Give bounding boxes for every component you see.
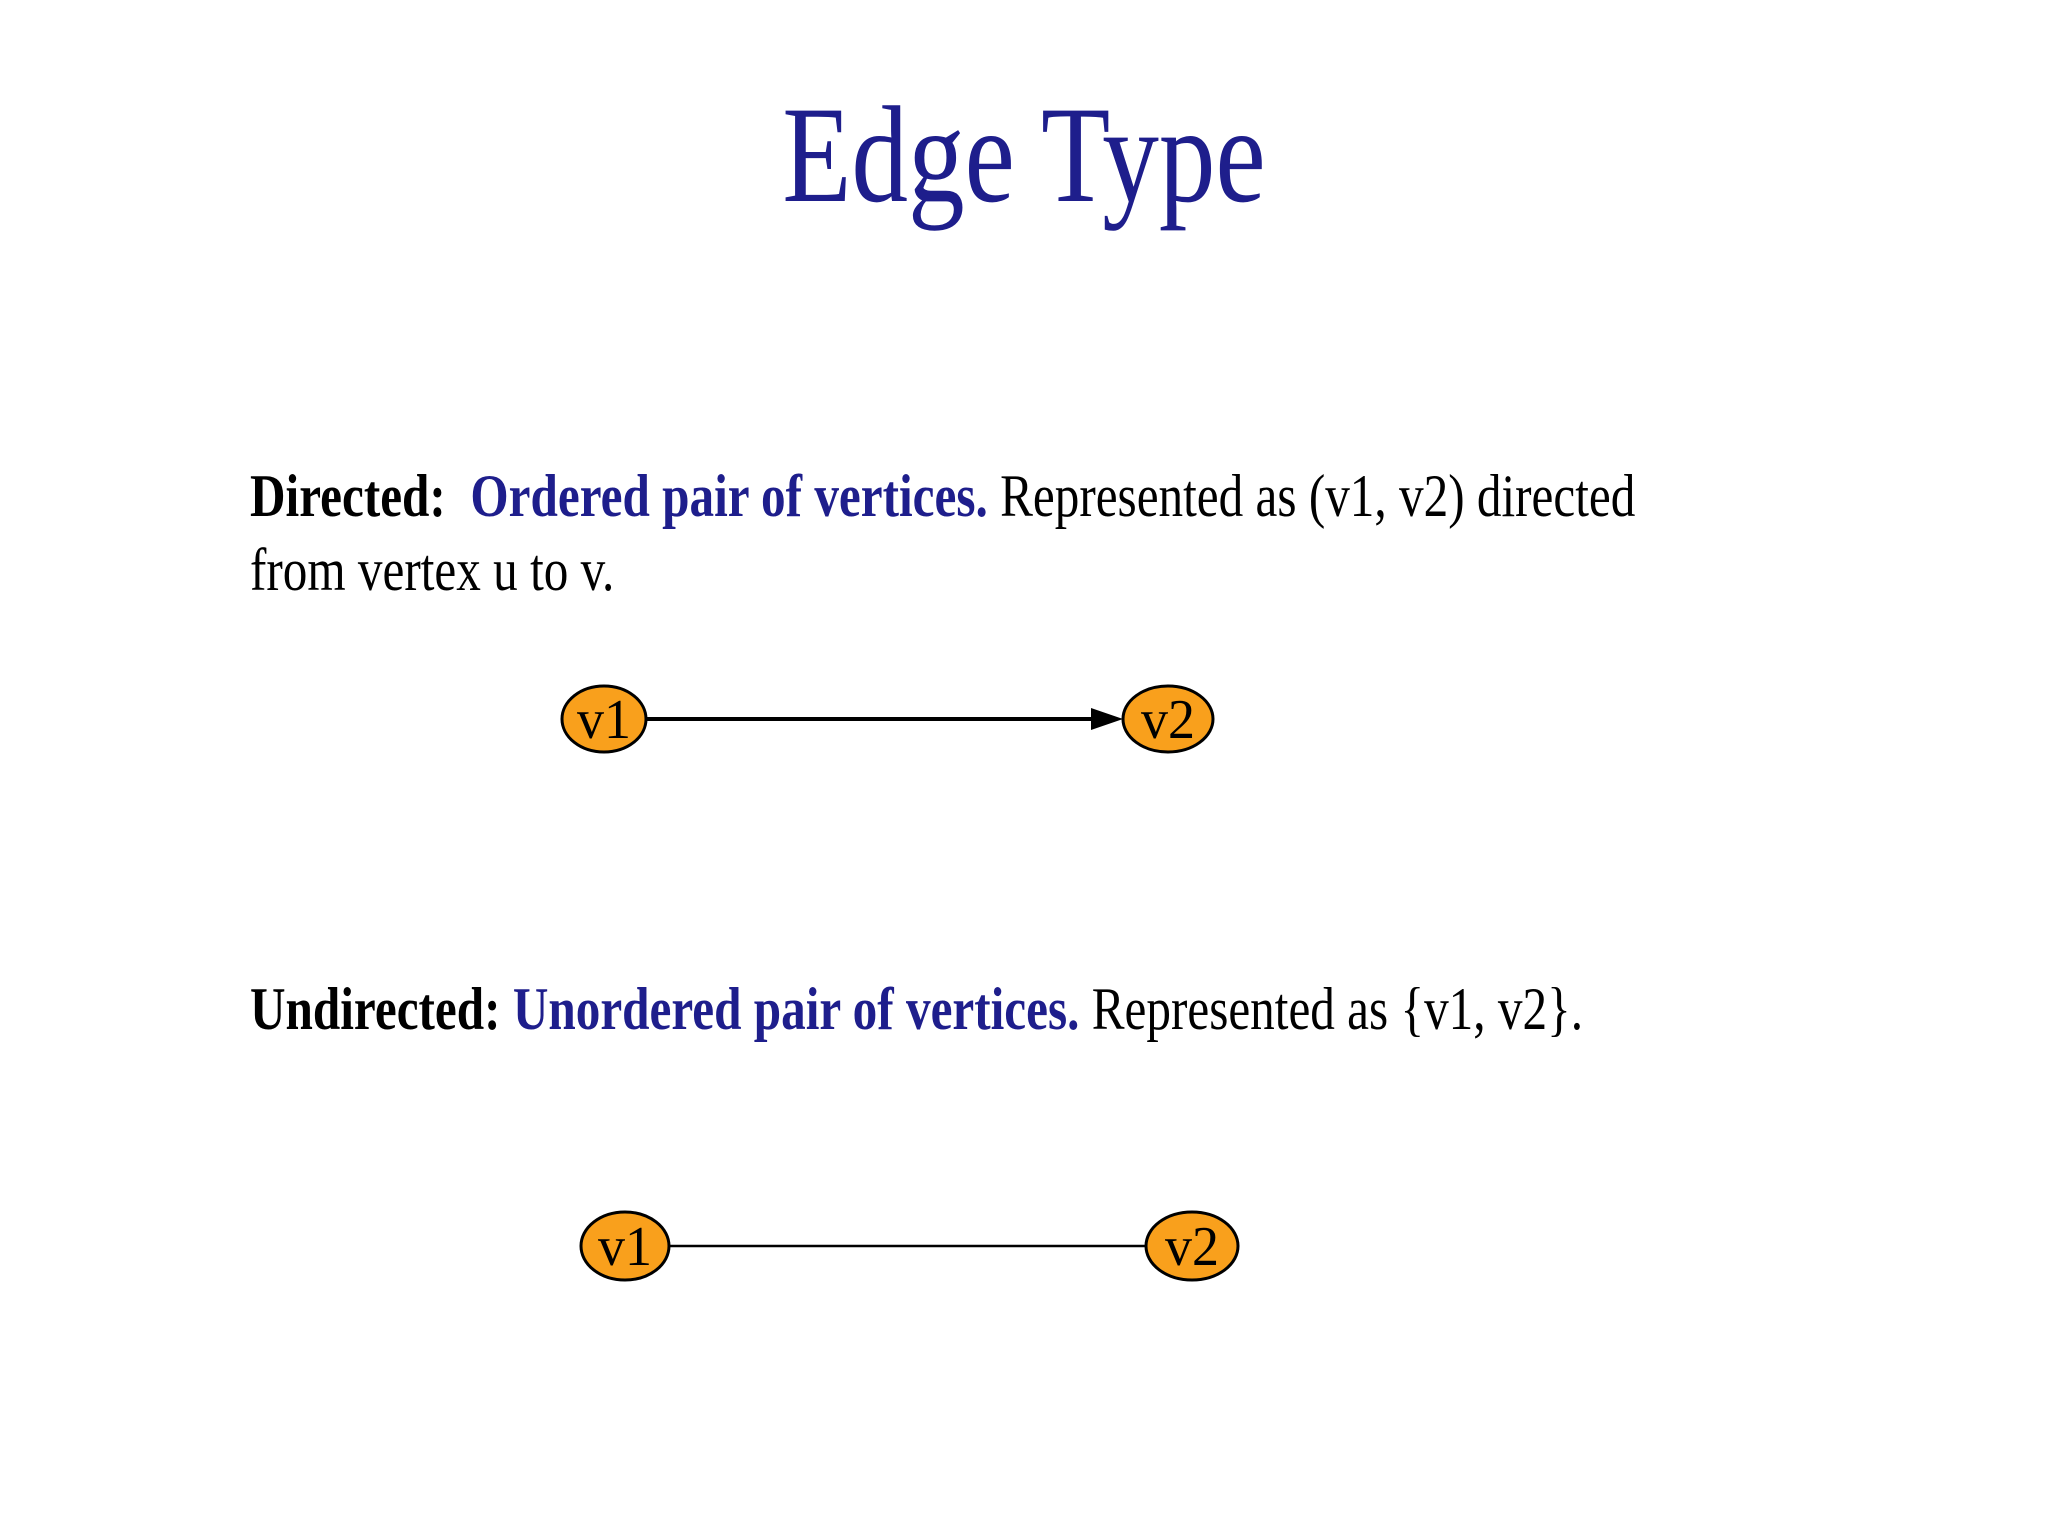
vertex-v2-node [1144, 1210, 1240, 1282]
directed-highlight: Ordered pair of vertices. [470, 463, 988, 529]
vertex-v1-node [579, 1210, 671, 1282]
undirected-description: Represented as {v1, v2}. [1079, 976, 1583, 1042]
undirected-term: Undirected: [250, 976, 513, 1042]
directed-edge-diagram: v1 v2 [560, 684, 1215, 754]
vertex-v1-node [560, 684, 648, 754]
directed-definition: Directed: Ordered pair of vertices. Repr… [250, 459, 1635, 607]
undirected-edge-diagram: v1 v2 [579, 1210, 1240, 1282]
arrowhead-icon [1091, 708, 1123, 730]
undirected-highlight: Unordered pair of vertices. [512, 976, 1080, 1042]
directed-term: Directed: [250, 463, 471, 529]
vertex-v2-label: v2 [1165, 1216, 1219, 1278]
directed-description: Represented as (v1, v2) directed from ve… [250, 463, 1636, 603]
vertex-v1-label: v1 [577, 689, 631, 751]
vertex-v1-label: v1 [598, 1216, 652, 1278]
vertex-v2-label: v2 [1141, 689, 1195, 751]
vertex-v2-node [1121, 684, 1215, 754]
undirected-definition: Undirected: Unordered pair of vertices. … [250, 972, 1583, 1046]
page-title: Edge Type [782, 78, 1266, 231]
